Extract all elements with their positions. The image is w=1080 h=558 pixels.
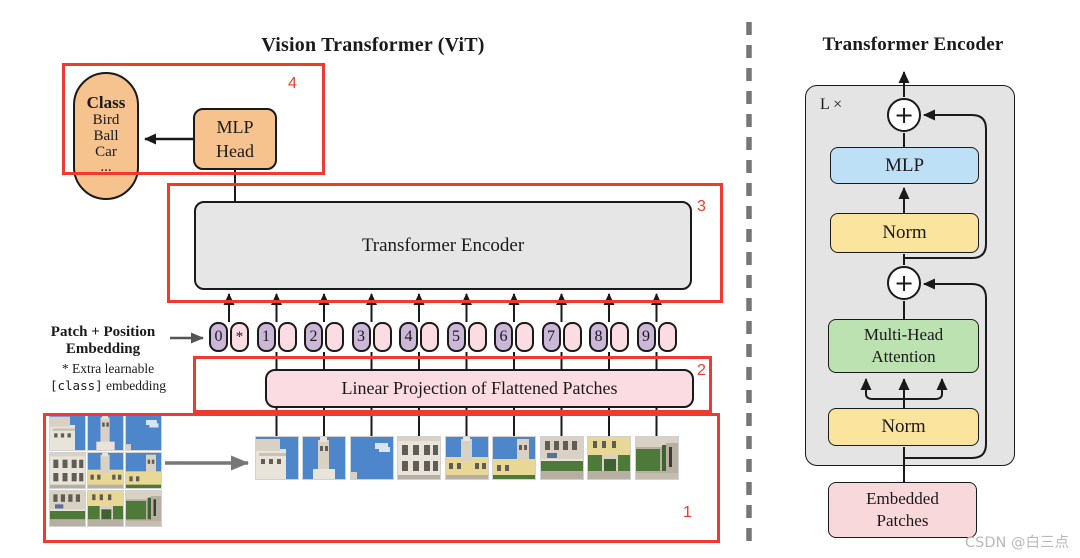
norm-upper-block: Norm — [830, 213, 979, 253]
residual-add-top: + — [887, 98, 921, 132]
class-item-ellipsis: ... — [100, 159, 112, 175]
image-tile-hedges-and-building — [88, 491, 123, 526]
token-7-position-pill: 7 — [541, 322, 561, 352]
token-2-patch-pill — [325, 322, 344, 352]
token-4-position-pill: 4 — [399, 322, 418, 352]
token-6-patch-pill — [515, 322, 534, 352]
annotation-number-4: 4 — [288, 75, 297, 92]
annotation-number-1: 1 — [683, 504, 692, 521]
transformer-encoder-box: Transformer Encoder — [194, 201, 692, 290]
token-0-patch-pill: * — [230, 322, 249, 352]
image-tile-lawn-and-path — [126, 491, 161, 526]
watermark: CSDN @白三点 — [965, 535, 1069, 551]
token-9-position-pill: 9 — [636, 322, 656, 352]
token-1-position-pill: 1 — [256, 322, 276, 352]
token-8-position-pill: 8 — [589, 322, 608, 352]
vit-title: Vision Transformer (ViT) — [261, 34, 485, 56]
image-tile-palace-with-tower — [88, 453, 123, 488]
token-9-patch-pill — [657, 322, 677, 352]
token-0-position-pill: 0 — [209, 322, 228, 352]
annotation-box-3 — [167, 183, 723, 303]
flattened-patch-tower-and-sky — [303, 437, 345, 479]
class-item-ball: Ball — [93, 128, 119, 144]
flattened-patch-building-and-hedge — [540, 437, 583, 479]
class-item-bird: Bird — [92, 112, 120, 128]
token-3-position-pill: 3 — [351, 322, 371, 352]
flattened-patch-facade-windows — [398, 437, 440, 479]
token-7-patch-pill — [562, 322, 582, 352]
loop-count-label: L × — [820, 96, 843, 113]
class-token-code: [class] — [49, 378, 103, 393]
flattened-patch-lawn-and-path — [635, 437, 678, 479]
mlp-head-line1: MLP — [216, 117, 254, 137]
encoder-detail-title: Transformer Encoder — [822, 34, 1004, 55]
annotation-box-1 — [43, 413, 720, 543]
token-5-patch-pill — [467, 322, 487, 352]
token-8-patch-pill — [610, 322, 629, 352]
extra-note-line2: [class] embedding — [49, 378, 167, 393]
image-tile-tower-and-palace — [126, 453, 161, 488]
token-6-position-pill: 6 — [494, 322, 513, 352]
extra-learnable-note: * Extra learnable [class] embedding — [28, 360, 188, 394]
image-tile-building-and-hedge — [50, 491, 85, 526]
multi-head-attention-block: Multi-Head Attention — [828, 319, 979, 373]
extra-note-line1: * Extra learnable — [61, 361, 155, 376]
token-5-position-pill: 5 — [446, 322, 466, 352]
image-tile-tower-and-sky — [88, 415, 123, 450]
image-tile-sky-with-cloud — [126, 415, 161, 450]
annotation-box-4 — [62, 63, 325, 175]
token-3-patch-pill — [372, 322, 392, 352]
annotation-box-2 — [193, 356, 712, 413]
flattened-patch-dome-and-sky — [255, 437, 298, 479]
token-1-patch-pill — [277, 322, 297, 352]
norm-lower-block: Norm — [828, 408, 979, 446]
token-2-position-pill: 2 — [304, 322, 323, 352]
class-item-car: Car — [95, 144, 117, 160]
linear-projection-label: Linear Projection of Flattened Patches — [341, 378, 618, 398]
class-output-pill: Class Bird Ball Car ... — [73, 72, 139, 200]
image-tile-facade-windows — [50, 453, 85, 488]
mlp-head-line2: Head — [216, 141, 254, 161]
flattened-patch-sky-with-cloud — [350, 437, 393, 479]
transformer-encoder-label: Transformer Encoder — [361, 234, 525, 256]
linear-projection-box: Linear Projection of Flattened Patches — [265, 369, 694, 408]
mlp-head-box: MLP Head — [193, 108, 277, 170]
flattened-patch-hedges-and-building — [588, 437, 630, 479]
residual-add-lower: + — [887, 266, 921, 300]
flattened-patch-palace-with-tower — [445, 437, 488, 479]
annotation-number-2: 2 — [697, 362, 706, 379]
patch-position-embedding-label: Patch + Position Embedding — [50, 324, 156, 357]
annotation-number-3: 3 — [697, 198, 706, 215]
flattened-patch-tower-and-palace — [493, 437, 535, 479]
image-tile-dome-and-sky — [50, 415, 85, 450]
token-4-patch-pill — [420, 322, 439, 352]
embedded-patches-block: Embedded Patches — [828, 482, 977, 538]
class-heading: Class — [86, 93, 126, 112]
mlp-block: MLP — [830, 147, 979, 184]
